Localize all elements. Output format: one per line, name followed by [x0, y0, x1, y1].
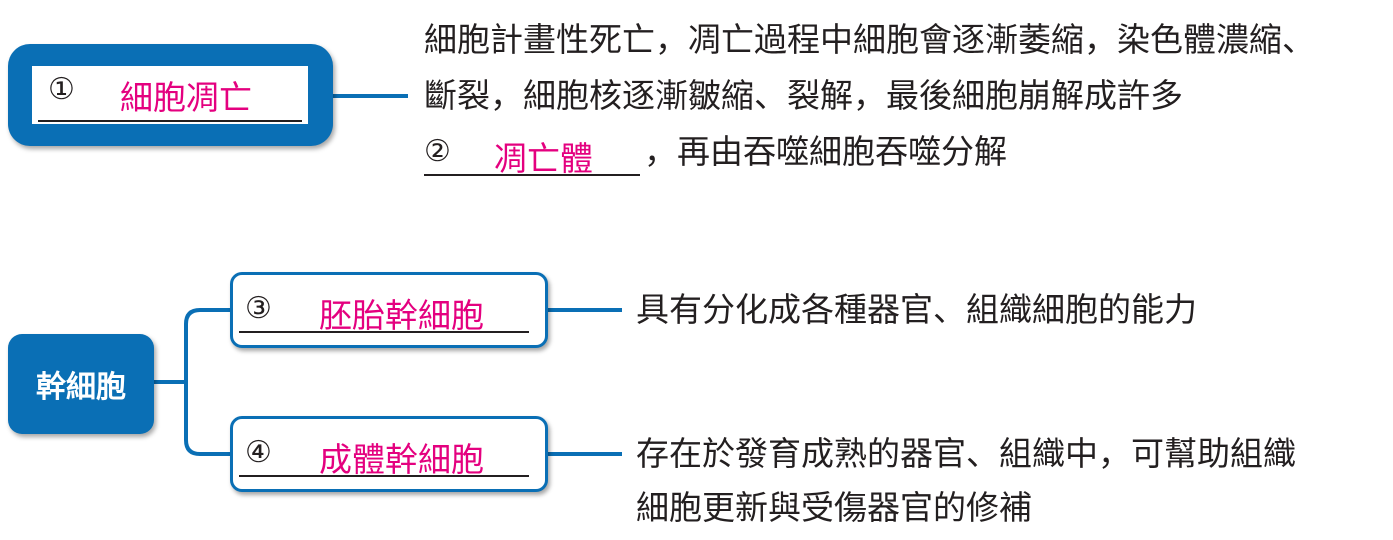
apoptosis-desc-line2: 斷裂，細胞核逐漸皺縮、裂解，最後細胞崩解成許多 [424, 76, 1183, 115]
blank-underline-3 [239, 331, 529, 333]
stem-cell-bracket [154, 308, 230, 456]
apoptosis-box: ① 細胞凋亡 [8, 44, 333, 146]
answer-embryonic-stem-cell: 胚胎幹細胞 [319, 296, 484, 335]
blank-number-4: ④ [245, 435, 272, 470]
stem-cell-root: 幹細胞 [8, 334, 154, 434]
stem-cell-title: 幹細胞 [36, 370, 126, 405]
apoptosis-blank: ① 細胞凋亡 [32, 66, 308, 124]
blank-underline-1 [38, 120, 302, 122]
apoptotic-body-blank: ② 凋亡體 [424, 126, 640, 178]
branch-adult-stem-cell: ④ 成體幹細胞 [230, 416, 548, 492]
apoptosis-desc-line1: 細胞計畫性死亡，凋亡過程中細胞會逐漸萎縮，染色體濃縮、 [424, 20, 1315, 59]
answer-adult-stem-cell: 成體幹細胞 [319, 440, 484, 479]
adult-desc-line1: 存在於發育成熟的器官、組織中，可幫助組織 [636, 434, 1296, 473]
adult-desc-line2: 細胞更新與受傷器官的修補 [636, 488, 1032, 527]
apoptosis-desc-line3: ，再由吞噬細胞吞噬分解 [644, 132, 1007, 171]
embryonic-desc: 具有分化成各種器官、組織細胞的能力 [636, 290, 1197, 329]
blank-number-2: ② [424, 134, 451, 169]
blank-number-1: ① [48, 72, 75, 107]
blank-number-3: ③ [245, 291, 272, 326]
branch-embryonic-stem-cell: ③ 胚胎幹細胞 [230, 272, 548, 348]
blank-underline-4 [239, 475, 529, 477]
answer-apoptotic-body: 凋亡體 [494, 139, 593, 178]
blank-underline-2 [424, 174, 640, 176]
answer-apoptosis: 細胞凋亡 [120, 78, 252, 117]
